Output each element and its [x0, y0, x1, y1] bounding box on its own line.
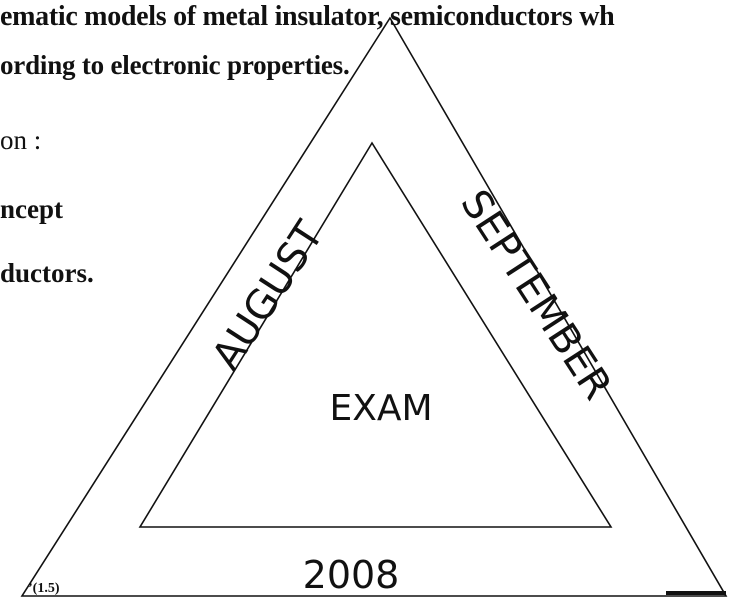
- edge-mark: [666, 591, 726, 595]
- stamp-right-word: SEPTEMBER: [451, 182, 620, 408]
- stamp-center-word: EXAM: [329, 388, 432, 429]
- text-line-2: ording to electronic properties.: [0, 50, 350, 80]
- text-line-3: on :: [0, 125, 42, 155]
- text-line-5: ductors.: [0, 258, 94, 288]
- stamp-left-word: AUGUST: [203, 213, 333, 378]
- text-line-6: ’(1.5): [28, 581, 60, 596]
- inner-triangle: [138, 141, 613, 528]
- stamp-bottom-word: 2008: [303, 553, 400, 597]
- outer-triangle: [20, 16, 728, 597]
- text-line-1: ematic models of metal insulator, semico…: [0, 1, 615, 32]
- text-line-4: ncept: [0, 194, 63, 224]
